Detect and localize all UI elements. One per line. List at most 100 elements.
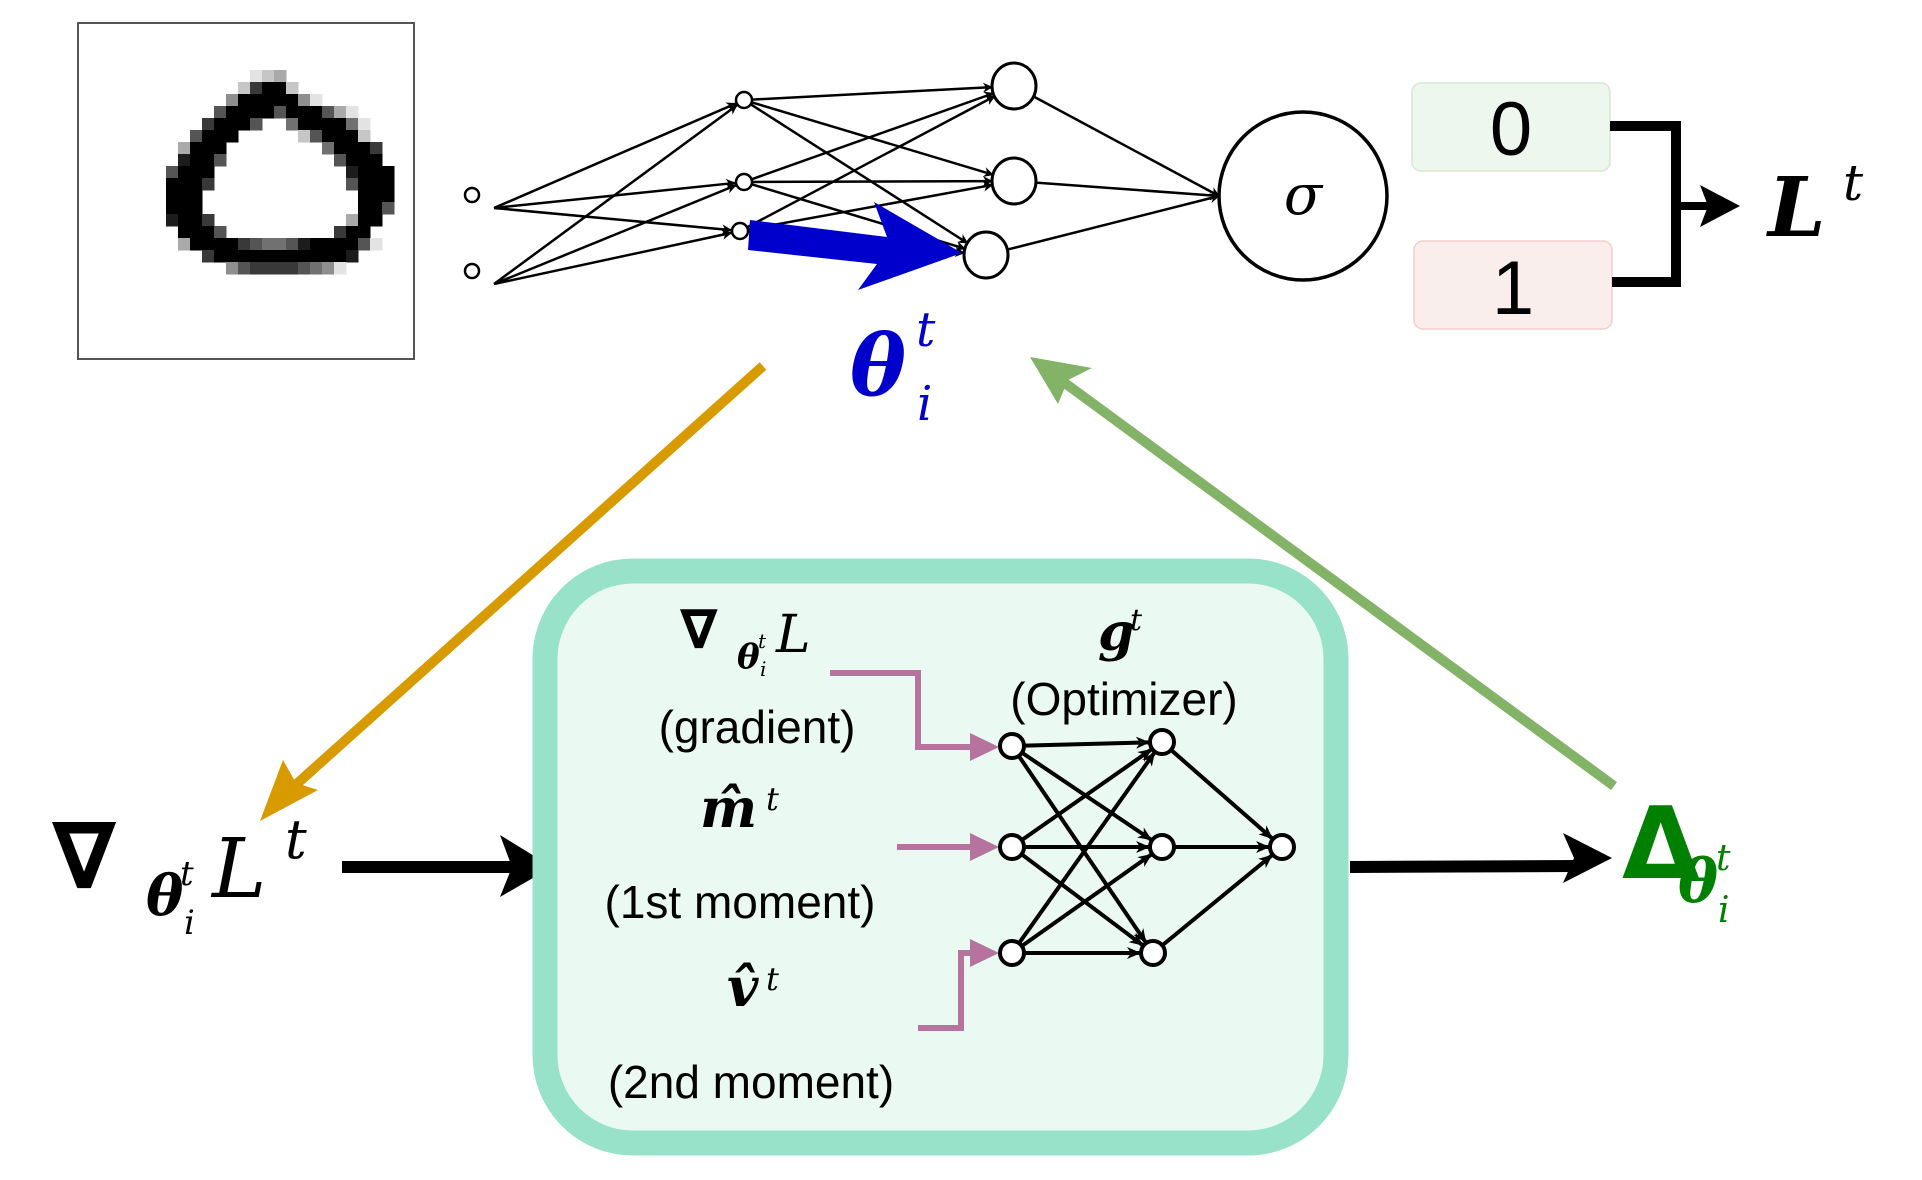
digit-pixel [238, 262, 251, 275]
digit-pixel [202, 214, 215, 227]
digit-pixel [250, 82, 263, 95]
digit-pixel [178, 202, 191, 215]
digit-pixel [274, 82, 287, 95]
network-edge [493, 229, 733, 286]
digit-pixel [166, 190, 179, 203]
g-sup: t [1130, 603, 1143, 638]
digit-pixel [190, 130, 203, 143]
digit-pixel [310, 262, 323, 275]
network-edge [1161, 853, 1274, 947]
digit-pixel [370, 238, 383, 251]
digit-pixel [190, 154, 203, 167]
digit-pixel [334, 130, 347, 143]
digit-pixel [346, 154, 359, 167]
second-moment-input-arrow-head [970, 939, 999, 967]
hidden-node-layer2 [990, 156, 1038, 206]
hidden-node-layer1 [734, 90, 754, 110]
backprop-arrow [260, 362, 767, 821]
sigmoid-circle [1217, 110, 1389, 282]
digit-pixel [382, 202, 395, 215]
digit-pixel [370, 154, 383, 167]
digit-pixel [322, 250, 335, 263]
network-edge [1170, 749, 1274, 840]
digit-pixel [190, 226, 203, 239]
digit-pixel [358, 202, 371, 215]
optimizer-node [998, 833, 1026, 861]
gradient-theta: θ [146, 863, 184, 929]
digit-pixel [370, 142, 383, 155]
digit-pixel [310, 118, 323, 131]
digit-pixel [214, 154, 227, 167]
optimizer-input-arrows [830, 670, 999, 1031]
digit-pixel [178, 238, 191, 251]
digit-pixel [178, 142, 191, 155]
digit-pixel [226, 250, 239, 263]
digit-pixel [262, 94, 275, 107]
digit-pixel [382, 166, 395, 179]
digit-pixel [334, 250, 347, 263]
digit-pixel [334, 154, 347, 167]
digit-pixel [298, 262, 311, 275]
digit-pixel [310, 106, 323, 119]
input-node [463, 186, 481, 204]
optimizer-network-nodes [998, 728, 1296, 967]
network-edge [1024, 736, 1151, 749]
caption-second-moment: (2nd moment) [608, 1056, 894, 1108]
gradient-theta-sup: t [180, 854, 194, 894]
digit-pixel [274, 262, 287, 275]
digit-pixel [346, 142, 359, 155]
loss-label: L t [1766, 154, 1864, 256]
digit-pixel [358, 118, 371, 131]
digit-pixel [190, 238, 203, 251]
digit-pixel [178, 214, 191, 227]
optimizer-node [1139, 939, 1167, 967]
digit-pixel [190, 166, 203, 179]
backprop-arrow-head [260, 760, 318, 821]
gradient-label: ∇ θ t i L t [52, 803, 307, 943]
hidden-node-layer1 [730, 221, 750, 241]
input-digit-image [77, 22, 415, 360]
digit-pixel [310, 238, 323, 251]
delta-symbol: Δ [1622, 785, 1699, 902]
digit-pixel [346, 238, 359, 251]
network-edge [1021, 747, 1153, 842]
digit-pixel [298, 94, 311, 107]
digit-pixel [358, 190, 371, 203]
digit-pixel [214, 106, 227, 119]
hidden-node-layer2 [990, 61, 1038, 111]
box-L: L [775, 605, 811, 665]
digit-pixel [310, 130, 323, 143]
digit-pixel [202, 238, 215, 251]
digit-pixel [274, 70, 287, 83]
network-edge [1007, 193, 1220, 251]
digit-pixel [322, 262, 335, 275]
digit-pixel [346, 226, 359, 239]
network-edge [1017, 751, 1157, 944]
digit-pixel [190, 142, 203, 155]
highlighted-weight-arrow [748, 202, 962, 290]
digit-pixel [286, 106, 299, 119]
digit-pixel [214, 226, 227, 239]
g-symbol: g [1098, 602, 1134, 663]
digit-pixel [262, 70, 275, 83]
digit-pixel [238, 238, 251, 251]
network-edge [1021, 853, 1144, 947]
digit-pixel [334, 106, 347, 119]
digit-pixel [358, 226, 371, 239]
theta-weight-label: θ t i [850, 302, 936, 432]
optimizer-node [1148, 728, 1176, 756]
m-hat-symbol: m̂ [700, 776, 757, 840]
digit-pixel [346, 166, 359, 179]
digit-pixel [166, 166, 179, 179]
digit-pixel [190, 190, 203, 203]
digit-pixel [274, 94, 287, 107]
digit-pixel [346, 106, 359, 119]
digit-pixel [214, 130, 227, 143]
digit-pixel [382, 178, 395, 191]
network-edge [493, 102, 737, 210]
caption-first-moment: (1st moment) [605, 876, 876, 928]
gradient-theta-sub: i [184, 903, 195, 943]
digit-pixel [346, 214, 359, 227]
digit-pixel [322, 130, 335, 143]
gradient-L: L [210, 822, 266, 917]
